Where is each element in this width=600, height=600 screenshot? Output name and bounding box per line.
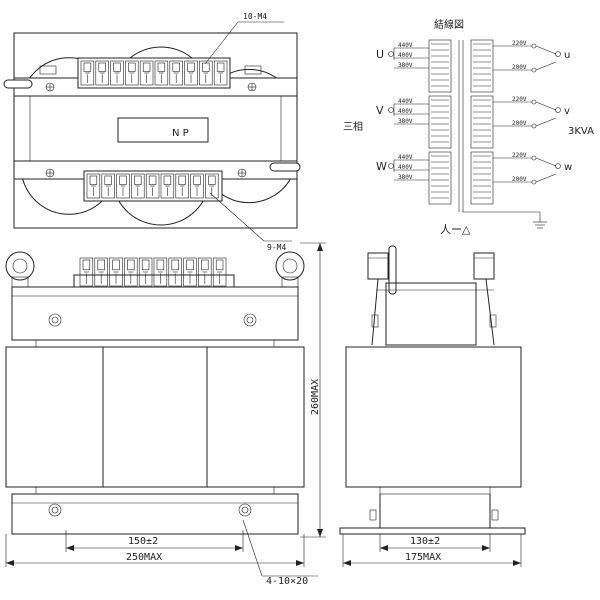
terminal-post — [124, 257, 138, 287]
terminal-screw — [131, 173, 145, 199]
terminal-post — [109, 257, 123, 287]
wiring-diagram: 結線図 三相 3KVA 人ー△ 440V400V380VU220V200Vu44… — [343, 18, 594, 236]
secondary-phase-label: u — [564, 50, 570, 61]
primary-tap-label: 400V — [398, 108, 413, 115]
terminal-post — [153, 257, 168, 287]
front-inner-width: 150±2 — [128, 536, 158, 547]
secondary-tap-label: 220V — [512, 40, 527, 47]
secondary-tap-label: 220V — [512, 96, 527, 103]
terminal-screw — [95, 60, 109, 86]
secondary-tap-label: 220V — [512, 152, 527, 159]
secondary-phase-label: w — [564, 162, 572, 173]
terminal-post — [138, 257, 153, 287]
terminal-screw — [154, 60, 169, 86]
mount-holes-label: 4-10×20 — [266, 576, 308, 587]
bottom-terminal-label: 9-M4 — [267, 243, 286, 252]
phase-label: 三相 — [343, 120, 363, 133]
primary-phase-label: W — [376, 160, 387, 173]
terminal-screw — [184, 60, 198, 86]
phase-group: 440V 400V 380V U 220V 200V u — [376, 39, 570, 93]
secondary-tap-label: 200V — [512, 176, 527, 183]
height-dimension: 260MAX — [310, 379, 321, 415]
side-outer-width: 175MAX — [405, 552, 441, 563]
terminal-screw — [110, 60, 124, 86]
terminal-screw — [190, 173, 204, 199]
top-terminal-block — [77, 57, 231, 89]
terminal-screw — [213, 60, 228, 86]
nameplate-label: N P — [172, 128, 189, 139]
primary-tap-label: 380V — [398, 174, 413, 181]
bottom-terminal-block — [83, 170, 223, 202]
primary-tap-label: 400V — [398, 52, 413, 59]
terminal-post — [79, 257, 94, 287]
front-view: 260MAX 150±2 250MAX 4-10×20 — [5, 242, 326, 587]
top-terminal-label: 10-M4 — [243, 12, 267, 21]
top-view: N P 10-M4 9-M4 — [3, 12, 301, 252]
primary-tap-label: 380V — [398, 62, 413, 69]
terminal-screw — [116, 173, 130, 199]
capacity-label: 3KVA — [568, 126, 594, 137]
front-outer-width: 250MAX — [126, 552, 162, 563]
secondary-phase-label: v — [564, 106, 570, 117]
terminal-screw — [160, 173, 175, 199]
terminal-screw — [145, 173, 160, 199]
primary-phase-label: V — [376, 104, 384, 117]
phase-group: 440V 400V 380V W 220V 200V w — [376, 151, 572, 205]
terminal-screw — [199, 60, 213, 86]
terminal-screw — [86, 173, 101, 199]
terminal-post — [212, 257, 227, 287]
primary-tap-label: 440V — [398, 154, 413, 161]
terminal-screw — [169, 60, 183, 86]
terminal-screw — [175, 173, 189, 199]
connection-label: 人ー△ — [440, 223, 471, 236]
terminal-post — [168, 257, 182, 287]
secondary-tap-label: 200V — [512, 64, 527, 71]
terminal-screw — [125, 60, 139, 86]
side-view: 130±2 175MAX — [339, 245, 526, 567]
terminal-screw — [80, 60, 95, 86]
primary-phase-label: U — [376, 48, 384, 61]
primary-tap-label: 440V — [398, 42, 413, 49]
primary-tap-label: 400V — [398, 164, 413, 171]
terminal-screw — [101, 173, 115, 199]
side-inner-width: 130±2 — [410, 536, 440, 547]
terminal-post — [198, 257, 212, 287]
terminal-post — [94, 257, 108, 287]
terminal-post — [183, 257, 197, 287]
phase-group: 440V 400V 380V V 220V 200V v — [376, 95, 570, 149]
secondary-tap-label: 200V — [512, 120, 527, 127]
primary-tap-label: 440V — [398, 98, 413, 105]
terminal-screw — [139, 60, 154, 86]
primary-tap-label: 380V — [398, 118, 413, 125]
wiring-title: 結線図 — [434, 18, 464, 31]
